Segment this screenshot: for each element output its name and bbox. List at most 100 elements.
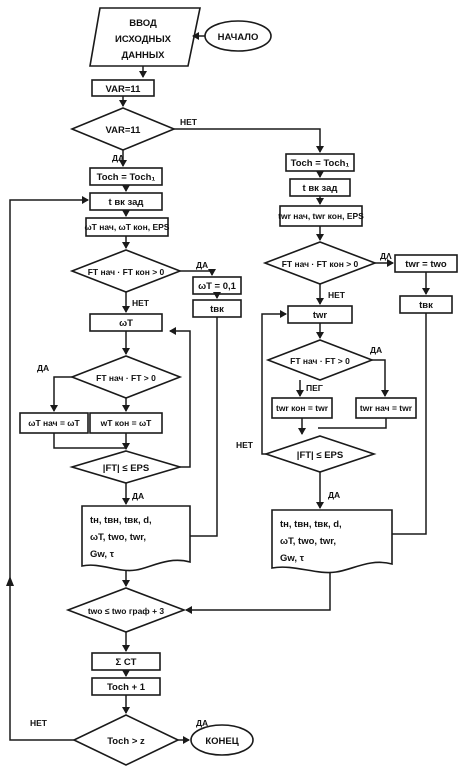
toch-check-text: Toch > z	[107, 736, 145, 747]
f-product-right-diamond: FT нач · FT кон > 0	[262, 241, 378, 285]
twr-range-block: twr нач, twr кон, EPS	[278, 205, 364, 227]
abs-f-right-diamond: |FT| ≤ EPS	[263, 435, 377, 473]
omega-range-block: ωT нач, ωT кон, EPS	[85, 217, 170, 237]
f-check-right-diamond: FT нач · FT > 0	[265, 339, 375, 381]
var-check-yes-label: ДА	[112, 153, 124, 163]
output-left-line-3: Gw, τ	[90, 549, 115, 560]
twr-nach-assign-text: twr нач = twr	[360, 403, 413, 413]
omega-calc-block: ωT	[89, 313, 163, 332]
w-kon-assign-block: wT кон = ωT	[89, 412, 163, 434]
f-product-right-text: FT нач · FT кон > 0	[282, 259, 359, 269]
tvk-left-text: tвк	[210, 304, 224, 315]
output-left-line-1: tн, tвн, tвк, d,	[90, 515, 152, 526]
tvk-right-block: tвк	[399, 295, 453, 314]
abs-f-left-diamond: |FT| ≤ EPS	[69, 450, 183, 484]
end-terminal: КОНЕЦ	[190, 724, 254, 756]
output-right-line-1: tн, tвн, tвк, d,	[280, 519, 342, 530]
twr-kon-assign-block: twr кон = twr	[271, 397, 333, 419]
arrow-f-product-left-yes	[180, 269, 216, 276]
f-product-left-no-label: НЕТ	[132, 298, 150, 308]
f-check-right-text: FT нач · FT > 0	[290, 356, 350, 366]
f-check-left-text: FT нач · FT > 0	[96, 373, 156, 383]
toch-check-no-label: НЕТ	[30, 718, 48, 728]
line-tvk-right-to-output	[392, 313, 427, 535]
f-product-left-text: FT нач · FT кон > 0	[88, 267, 165, 277]
arrow-f-check-right-yes	[372, 359, 389, 397]
f-check-left-yes-label: ДА	[37, 363, 49, 373]
f-check-right-no-label: ΠΕΓ	[306, 383, 323, 393]
tvk-left-block: tвк	[192, 299, 242, 318]
output-right-line-3: Gw, τ	[280, 553, 305, 564]
twr-nach-assign-block: twr нач = twr	[355, 397, 417, 419]
twr-assign-text: twr = twо	[405, 259, 447, 270]
input-data-block: ВВОД ИСХОДНЫХ ДАННЫХ	[89, 7, 201, 67]
toch-check-diamond: Toch > z	[72, 714, 180, 766]
abs-f-right-yes-label: ДА	[328, 490, 340, 500]
twr-assign-block: twr = twо	[394, 254, 458, 273]
var-check-diamond: VAR=11	[69, 107, 177, 151]
var-check-no-label: НЕТ	[180, 117, 198, 127]
abs-f-right-no-label: НЕТ	[236, 440, 254, 450]
line-twr-nach-merge	[318, 418, 387, 429]
tvk-zad-right-block: t вк зад	[289, 178, 351, 197]
twr-range-text: twr нач, twr кон, EPS	[278, 211, 364, 221]
tvk-zad-left-block: t вк зад	[89, 192, 163, 211]
tvk-zad-right-text: t вк зад	[303, 183, 338, 194]
omega-range-text: ωT нач, ωT кон, EPS	[85, 222, 170, 232]
output-left-doc: tн, tвн, tвк, d, ωT, twо, twr, Gw, τ	[81, 505, 191, 572]
loop-up-arrowhead	[6, 576, 14, 586]
toch-inc-block: Toch + 1	[91, 677, 161, 696]
toch-left-block: Toch = Toch₁	[89, 167, 163, 186]
arrow-var-no-right	[174, 128, 324, 153]
tvk-right-text: tвк	[419, 300, 433, 311]
arrow-toch-check-no-loop	[9, 196, 89, 741]
var-check-text: VAR=11	[106, 125, 142, 136]
f-product-right-yes-label: ДΛ	[380, 251, 392, 261]
arrow-output-right-to-two-check	[185, 572, 331, 614]
twr-kon-assign-text: twr кон = twr	[276, 403, 329, 413]
abs-f-left-text: |FT| ≤ EPS	[103, 463, 149, 474]
var-assign-block: VAR=11	[91, 79, 155, 97]
input-line-2: ИСХОДНЫХ	[115, 34, 172, 45]
tvk-zad-left-text: t вк зад	[109, 197, 144, 208]
f-product-left-diamond: FT нач · FT кон > 0	[69, 249, 183, 293]
toch-right-text: Toch = Toch₁	[291, 158, 350, 169]
start-terminal: НАЧАЛО	[204, 20, 272, 52]
toch-right-block: Toch = Toch₁	[285, 153, 355, 172]
omega-calc-text: ωT	[119, 318, 133, 329]
end-label: КОНЕЦ	[205, 736, 238, 747]
sum-c-block: Σ CT	[91, 652, 161, 671]
line-omega-nach-merge	[53, 433, 126, 449]
omega-nach-assign-text: ωT нач = ωT	[28, 418, 80, 428]
abs-f-right-text: |FT| ≤ EPS	[297, 450, 343, 461]
start-label: НАЧАЛО	[218, 32, 259, 43]
twr-calc-text: twr	[313, 310, 328, 321]
two-check-text: twо ≤ twо граф + 3	[88, 606, 165, 616]
toch-check-yes-label: ДА	[196, 718, 208, 728]
arrow-f-check-left-yes	[50, 376, 72, 412]
abs-f-left-yes-label: ДА	[132, 491, 144, 501]
output-right-line-2: ωT, twо, twr,	[280, 536, 336, 547]
sum-c-text: Σ CT	[115, 657, 136, 668]
toch-left-text: Toch = Toch₁	[97, 172, 156, 183]
input-line-3: ДАННЫХ	[122, 50, 166, 61]
f-check-right-yes-label: ДА	[370, 345, 382, 355]
arrow-abs-f-left-no-loop	[169, 327, 191, 468]
omega-const-text: ωT = 0,1	[198, 281, 237, 292]
w-kon-assign-text: wT кон = ωT	[100, 418, 153, 428]
f-product-left-yes-label: ДА	[196, 260, 208, 270]
output-left-line-2: ωT, twо, twr,	[90, 532, 146, 543]
output-right-doc: tн, tвн, tвк, d, ωT, twо, twr, Gw, τ	[271, 509, 393, 574]
f-check-left-diamond: FT нач · FT > 0	[69, 355, 183, 399]
toch-inc-text: Toch + 1	[107, 682, 146, 693]
omega-const-block: ωT = 0,1	[192, 276, 242, 295]
arrow-abs-f-right-no-loop	[261, 310, 287, 455]
f-product-right-no-label: НЕТ	[328, 290, 346, 300]
omega-nach-assign-block: ωT нач = ωT	[19, 412, 89, 434]
twr-calc-block: twr	[287, 305, 353, 324]
line-tvk-left-to-output	[190, 317, 218, 537]
var-assign-text: VAR=11	[106, 84, 142, 95]
two-check-diamond: twо ≤ twо граф + 3	[65, 587, 187, 633]
input-line-1: ВВОД	[129, 18, 157, 29]
